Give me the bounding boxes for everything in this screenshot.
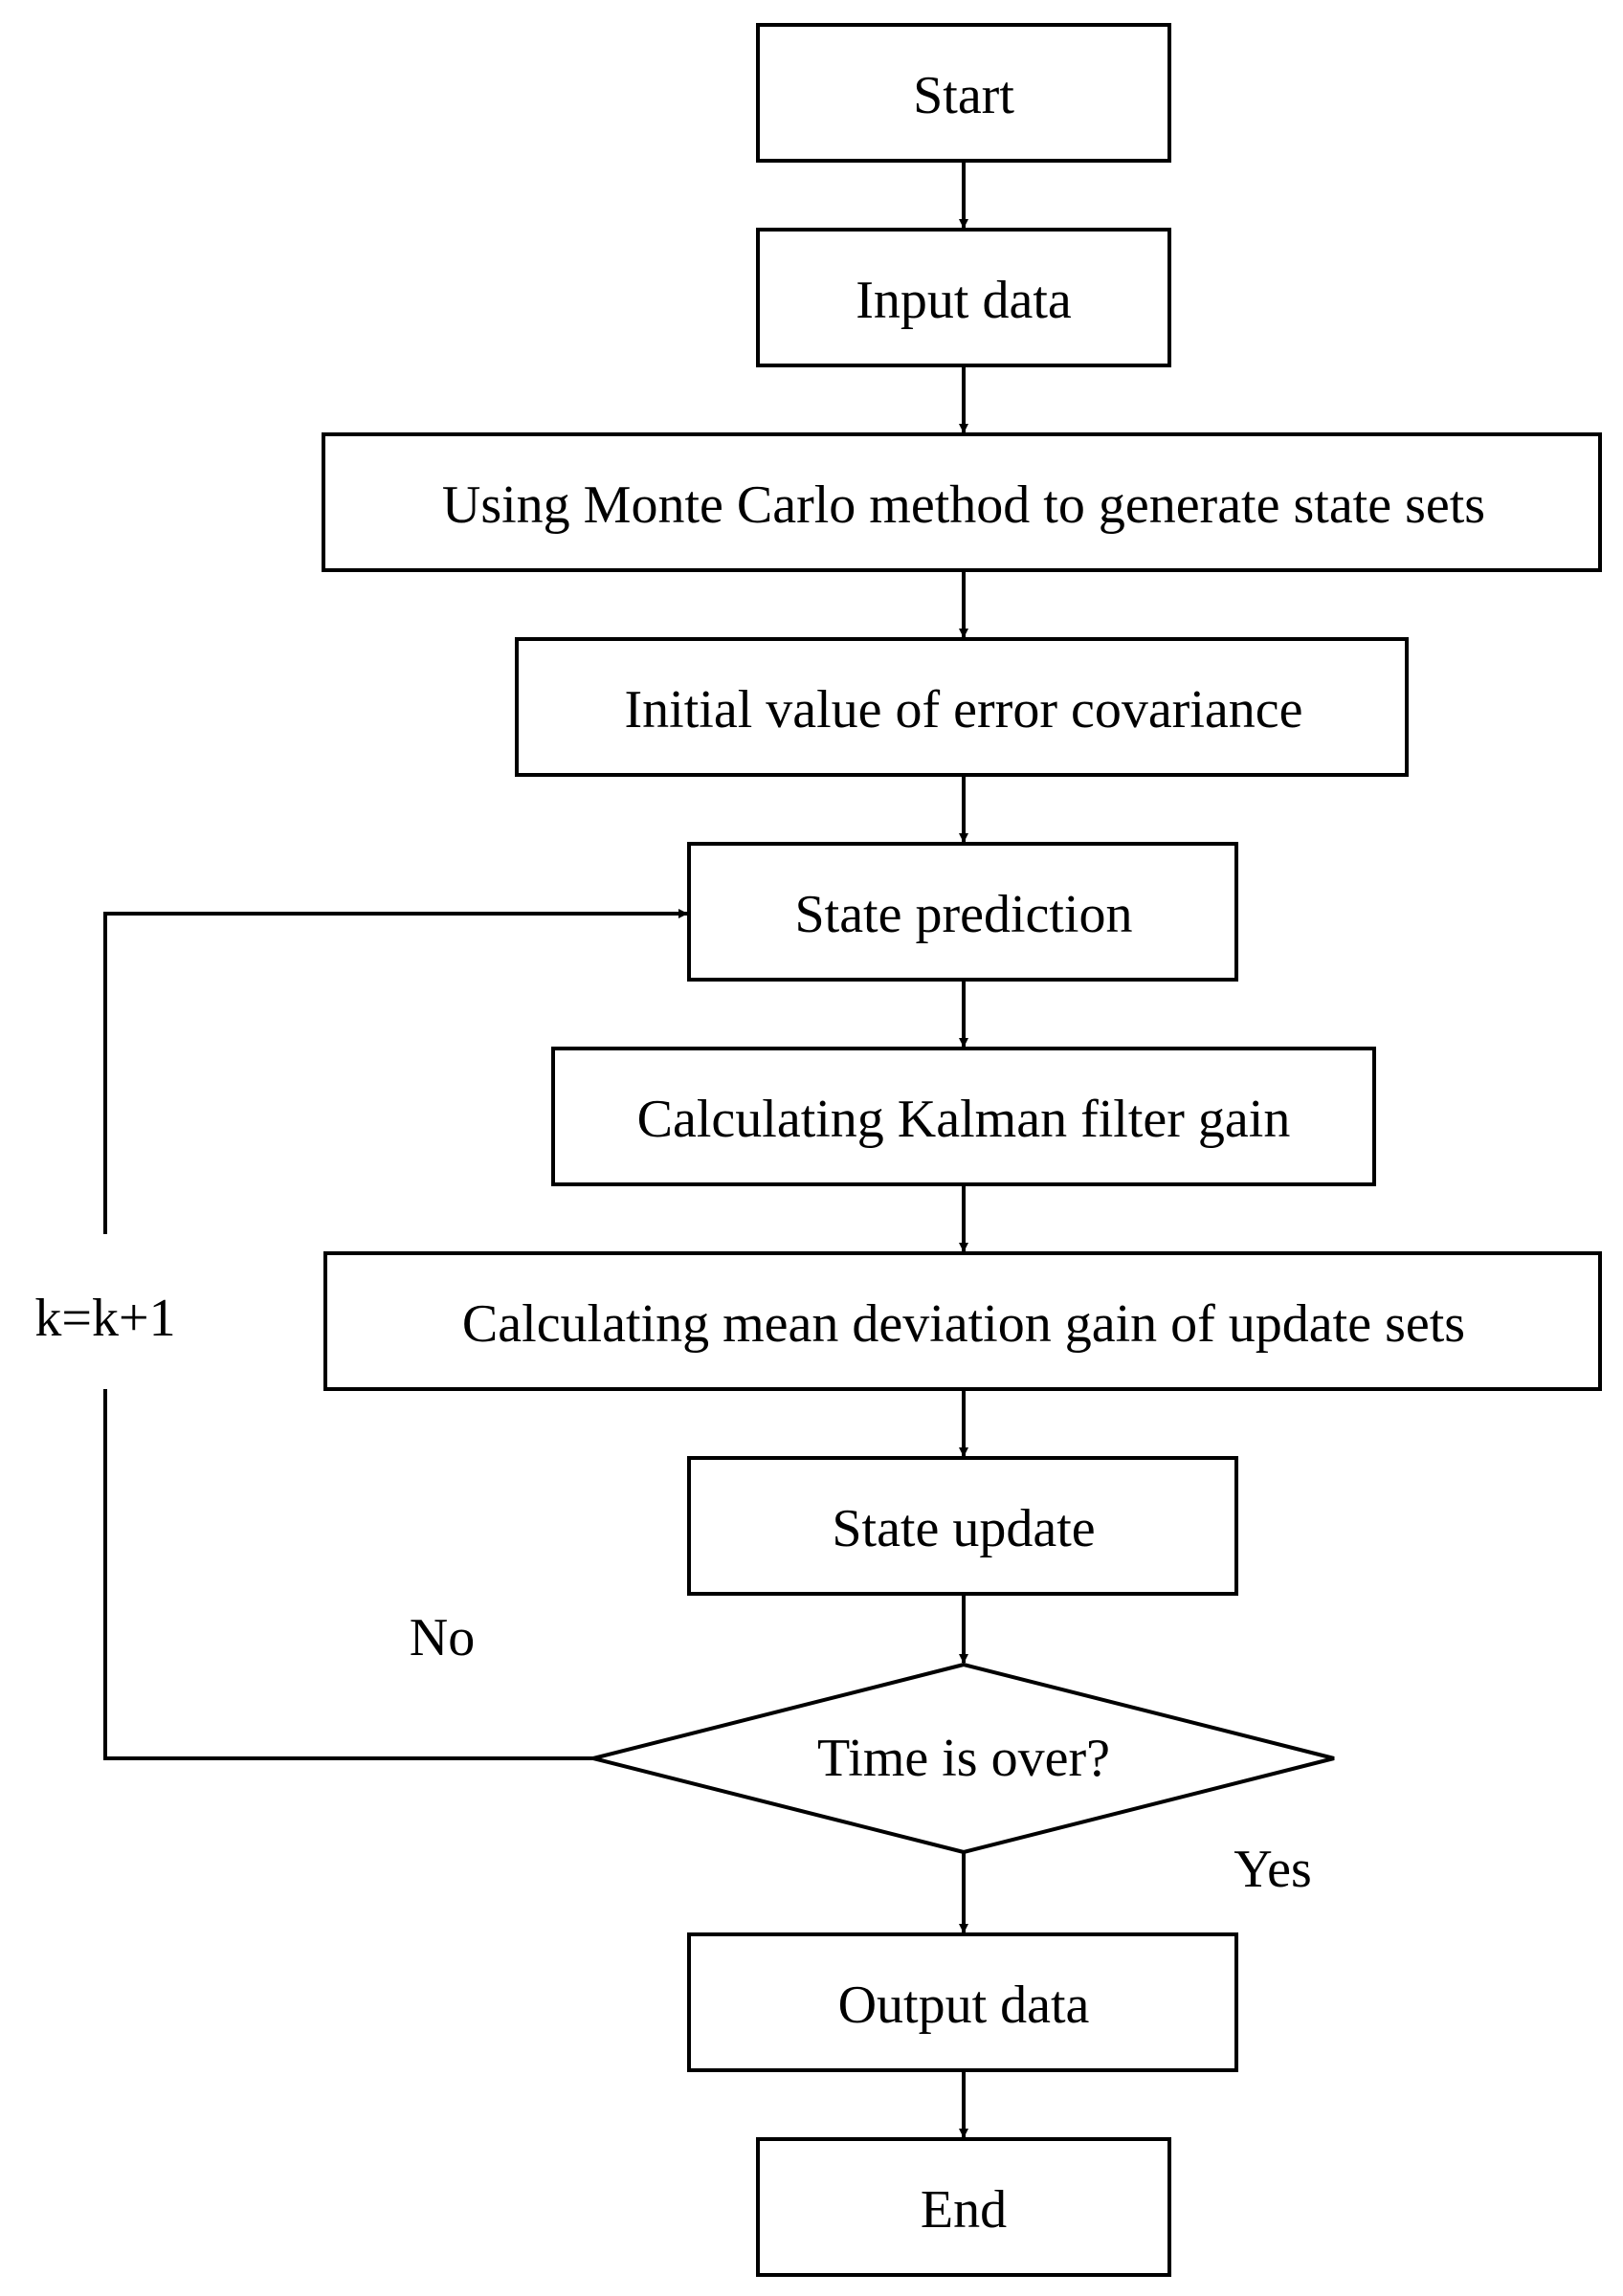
state-prediction-node: State prediction bbox=[687, 842, 1238, 982]
mean-deviation-label: Calculating mean deviation gain of updat… bbox=[462, 1294, 1465, 1354]
state-prediction-label: State prediction bbox=[794, 885, 1132, 944]
start-label: Start bbox=[913, 66, 1014, 125]
state-update-label: State update bbox=[832, 1499, 1095, 1558]
output-data-label: Output data bbox=[838, 1976, 1090, 2035]
monte-carlo-label: Using Monte Carlo method to generate sta… bbox=[442, 475, 1485, 535]
input-data-label: Input data bbox=[856, 271, 1072, 330]
end-label: End bbox=[921, 2180, 1007, 2240]
time-over-decision: Time is over? bbox=[592, 1662, 1335, 1855]
no-branch-label: No bbox=[410, 1608, 475, 1667]
mean-deviation-node: Calculating mean deviation gain of updat… bbox=[323, 1251, 1602, 1391]
kalman-gain-node: Calculating Kalman filter gain bbox=[551, 1047, 1376, 1186]
input-data-node: Input data bbox=[756, 228, 1171, 367]
monte-carlo-node: Using Monte Carlo method to generate sta… bbox=[322, 432, 1602, 572]
increment-label: k=k+1 bbox=[34, 1289, 175, 1348]
state-update-node: State update bbox=[687, 1456, 1238, 1596]
kalman-gain-label: Calculating Kalman filter gain bbox=[637, 1090, 1291, 1149]
initial-covariance-label: Initial value of error covariance bbox=[625, 680, 1303, 740]
loop-back-lower-line bbox=[103, 1389, 593, 1760]
end-node: End bbox=[756, 2137, 1171, 2277]
start-node: Start bbox=[756, 23, 1171, 163]
decision-label: Time is over? bbox=[817, 1729, 1110, 1788]
yes-branch-label: Yes bbox=[1234, 1840, 1311, 1899]
initial-covariance-node: Initial value of error covariance bbox=[515, 637, 1409, 777]
output-data-node: Output data bbox=[687, 1932, 1238, 2072]
loop-back-upper-line bbox=[103, 909, 688, 1234]
